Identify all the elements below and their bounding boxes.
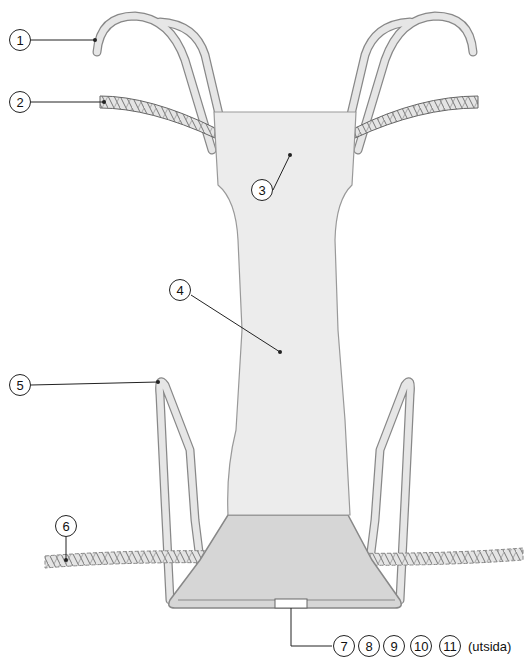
callout-text: 11 bbox=[443, 639, 457, 654]
callout-text: 1 bbox=[16, 33, 23, 48]
callout-text: 2 bbox=[16, 95, 23, 110]
callout-number: 2 bbox=[9, 91, 31, 113]
callout-number: 7 bbox=[333, 635, 355, 657]
note-text: (utsida) bbox=[468, 639, 511, 654]
callout-number: 10 bbox=[410, 635, 432, 657]
side-note: (utsida) bbox=[468, 639, 511, 654]
callout-number: 9 bbox=[383, 635, 405, 657]
callout-number: 5 bbox=[9, 374, 31, 396]
callout-text: 8 bbox=[365, 639, 372, 654]
callout-number: 8 bbox=[358, 635, 380, 657]
callout-text: 5 bbox=[16, 378, 23, 393]
callout-number: 3 bbox=[251, 179, 273, 201]
callout-text: 3 bbox=[258, 183, 265, 198]
callout-text: 6 bbox=[62, 519, 69, 534]
callout-number: 6 bbox=[55, 515, 77, 537]
callout-number: 11 bbox=[439, 635, 461, 657]
callout-number: 1 bbox=[9, 29, 31, 51]
callout-number: 4 bbox=[169, 279, 191, 301]
callout-text: 9 bbox=[390, 639, 397, 654]
callout-text: 7 bbox=[340, 639, 347, 654]
callout-text: 10 bbox=[414, 639, 428, 654]
callout-text: 4 bbox=[176, 283, 183, 298]
